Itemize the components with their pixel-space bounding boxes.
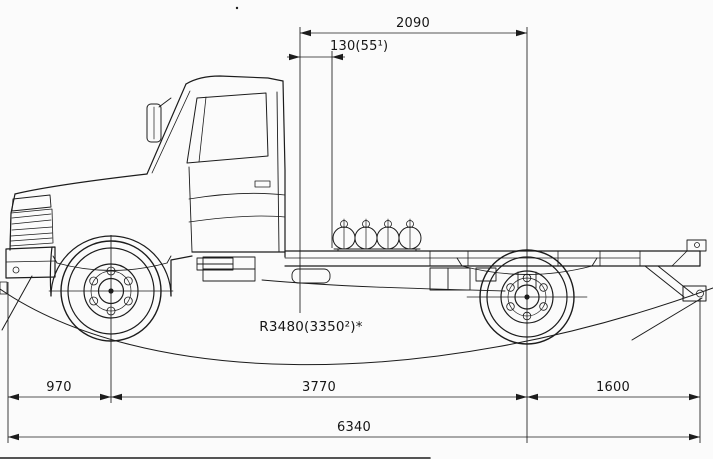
approach-angle-line [1,275,33,331]
muffler [291,268,331,284]
dim-label-rear-overhang: 1600 [596,380,630,395]
stray-dot [235,6,239,10]
front-bumper [0,246,56,295]
dimension-arrows [8,29,700,441]
dimension-labels: 2090 130(55¹) R3480(3350²)* 970 3770 160… [46,16,630,435]
departure-angle-line [631,297,703,341]
battery-box [475,267,497,282]
driveshaft [261,279,506,292]
dim-label-top-span: 2090 [396,16,430,31]
turning-radius-arc [0,275,713,366]
dim-label-turning-radius: R3480(3350²)* [259,319,362,335]
door-handle [254,180,271,188]
dim-label-front-overhang: 970 [46,380,71,395]
cab-step [196,257,234,271]
rear-hitch [644,239,707,302]
cab [0,75,286,297]
gas-cylinders [332,218,422,252]
door-window [186,92,269,164]
dim-label-overall-length: 6340 [337,420,371,435]
chassis-frame [284,250,701,267]
side-mirror [146,97,172,143]
truck-outline [0,6,713,459]
grille [9,208,54,247]
headlight [11,194,52,212]
dim-label-wheelbase: 3770 [302,380,336,395]
dim-label-cab-offset: 130(55¹) [330,39,388,54]
fuel-tank [429,267,471,291]
cab-door [188,91,286,253]
